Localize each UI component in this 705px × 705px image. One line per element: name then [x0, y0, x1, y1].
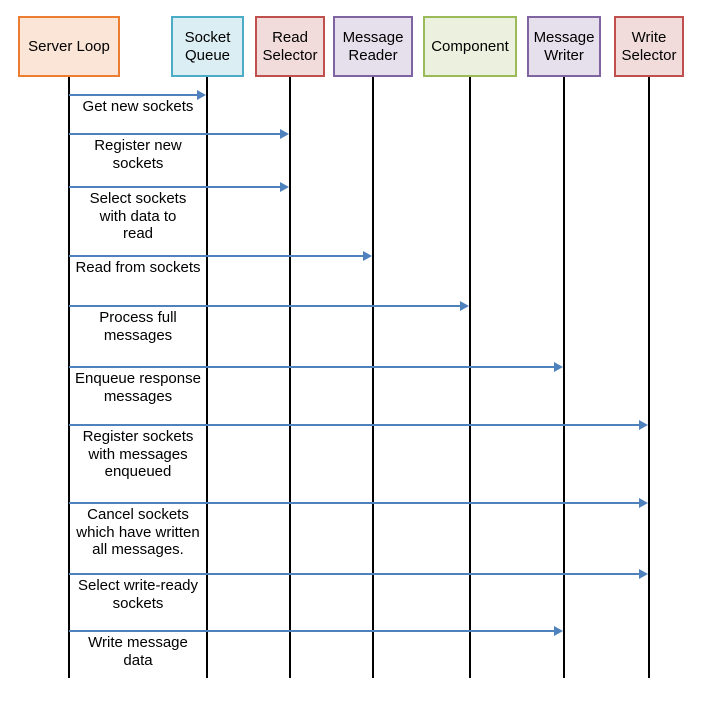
- message-label-register-sockets-enqueued: Register sockets with messages enqueued: [82, 428, 194, 480]
- actor-label-message-writer: Message Writer: [533, 28, 595, 64]
- actor-box-message-reader: Message Reader: [333, 16, 413, 77]
- arrow-register-new-sockets: [69, 129, 289, 139]
- lifeline-message-writer: [563, 76, 565, 678]
- lifeline-socket-queue: [206, 76, 208, 678]
- message-label-read-from-sockets: Read from sockets: [75, 259, 201, 276]
- actor-label-server-loop: Server Loop: [28, 37, 110, 55]
- arrow-cancel-sockets: [69, 498, 648, 508]
- lifeline-message-reader: [372, 76, 374, 678]
- actor-box-component: Component: [423, 16, 517, 77]
- lifeline-write-selector: [648, 76, 650, 678]
- message-label-select-sockets-with-data: Select sockets with data to read: [89, 190, 187, 242]
- actor-box-message-writer: Message Writer: [527, 16, 601, 77]
- message-label-process-full-messages: Process full messages: [99, 309, 177, 344]
- message-label-enqueue-response-messages: Enqueue response messages: [75, 370, 201, 405]
- arrow-select-sockets-with-data: [69, 182, 289, 192]
- message-label-register-new-sockets: Register new sockets: [94, 137, 182, 172]
- actor-label-read-selector: Read Selector: [262, 28, 318, 64]
- actor-label-component: Component: [431, 37, 509, 55]
- arrow-read-from-sockets: [69, 251, 372, 261]
- arrow-select-write-ready: [69, 569, 648, 579]
- actor-label-write-selector: Write Selector: [621, 28, 677, 64]
- message-label-get-new-sockets: Get new sockets: [82, 98, 194, 115]
- lifeline-server-loop: [68, 76, 70, 678]
- actor-label-socket-queue: Socket Queue: [184, 28, 231, 64]
- actor-box-read-selector: Read Selector: [255, 16, 325, 77]
- message-label-write-message-data: Write message data: [88, 634, 188, 669]
- message-label-select-write-ready: Select write-ready sockets: [77, 577, 199, 612]
- actor-box-server-loop: Server Loop: [18, 16, 120, 77]
- actor-box-socket-queue: Socket Queue: [171, 16, 244, 77]
- message-label-cancel-sockets: Cancel sockets which have written all me…: [76, 506, 200, 558]
- actor-label-message-reader: Message Reader: [342, 28, 404, 64]
- actor-box-write-selector: Write Selector: [614, 16, 684, 77]
- arrow-register-sockets-enqueued: [69, 420, 648, 430]
- lifeline-read-selector: [289, 76, 291, 678]
- arrow-write-message-data: [69, 626, 563, 636]
- arrow-get-new-sockets: [69, 90, 206, 100]
- lifeline-component: [469, 76, 471, 678]
- arrow-process-full-messages: [69, 301, 469, 311]
- arrow-enqueue-response-messages: [69, 362, 563, 372]
